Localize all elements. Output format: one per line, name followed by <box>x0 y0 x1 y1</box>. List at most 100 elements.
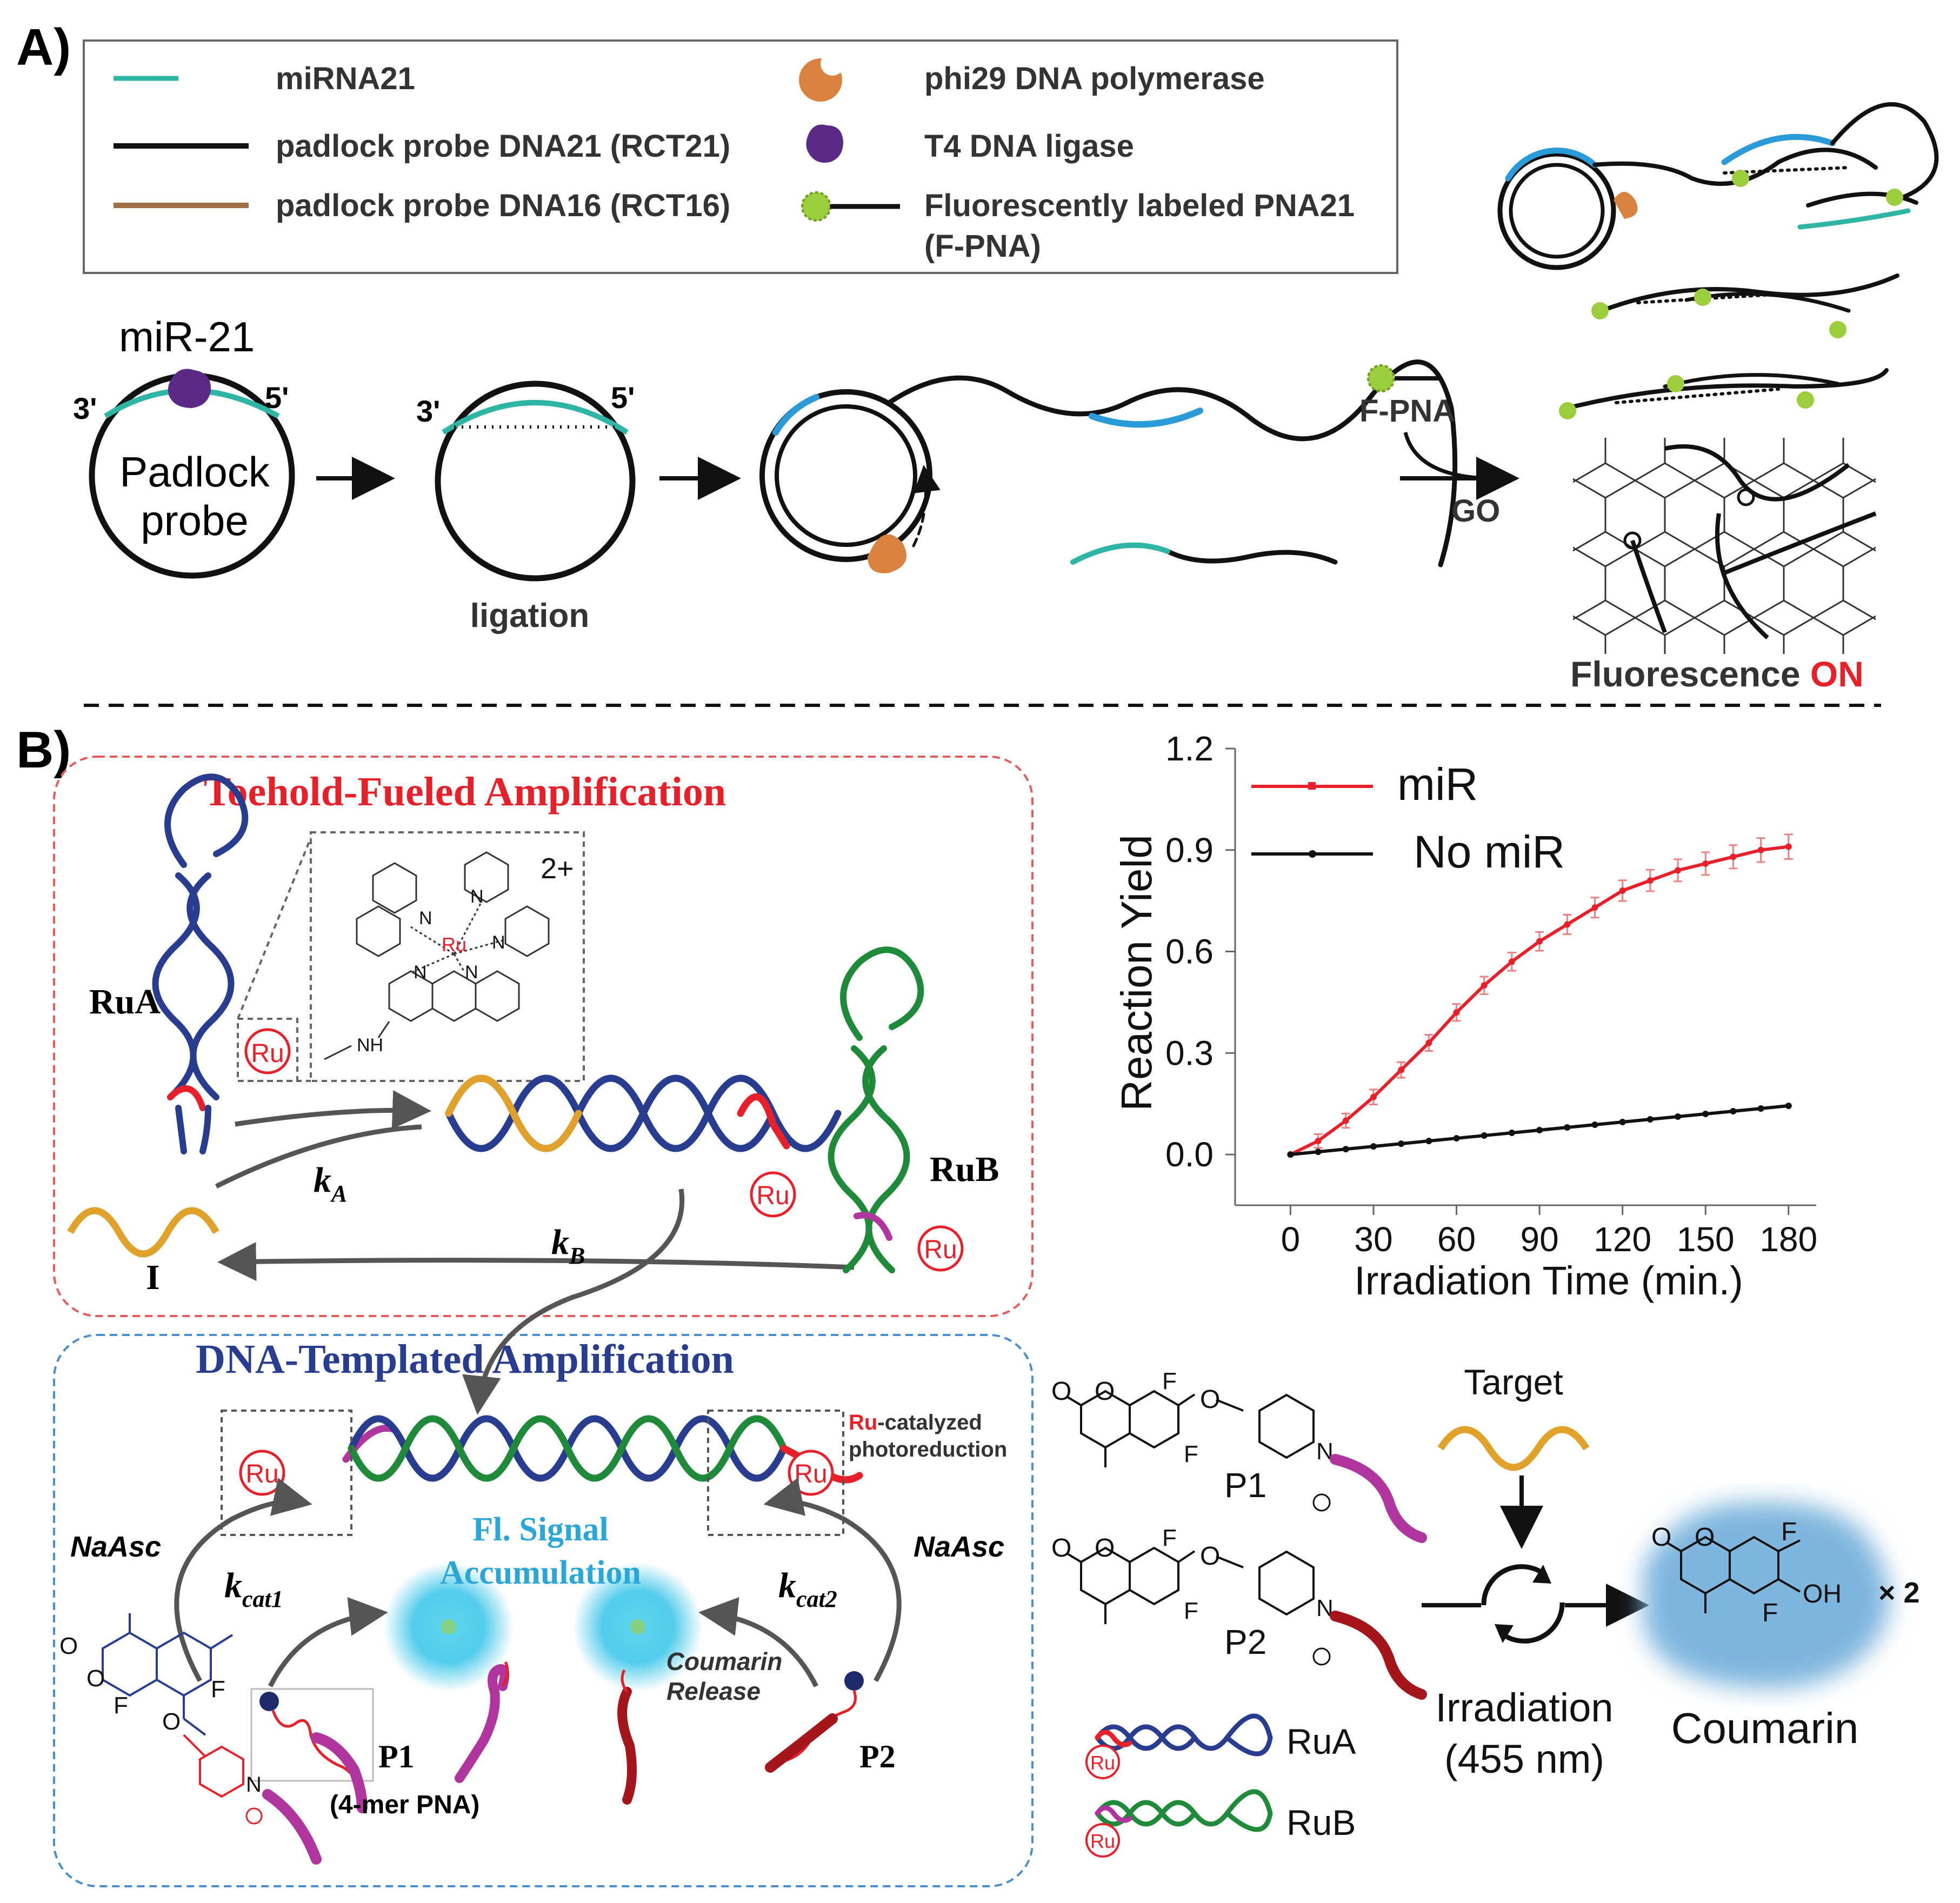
data-point <box>1730 1107 1737 1114</box>
p1-structure: O O F F O N <box>59 1613 322 1865</box>
data-point <box>1730 853 1737 860</box>
data-point <box>1481 1132 1488 1139</box>
data-point <box>1508 958 1515 965</box>
invader-label: I <box>146 1258 160 1297</box>
data-point <box>1453 1135 1460 1142</box>
data-point <box>1342 1117 1349 1124</box>
arrow-p1-to-glow <box>268 1597 388 1688</box>
data-point <box>1508 1130 1515 1137</box>
p1-f-top: F <box>211 1676 225 1702</box>
data-point <box>1675 1113 1682 1120</box>
data-point <box>1646 877 1654 884</box>
graphene-oxide-sheet <box>1573 438 1877 654</box>
cycle-left <box>174 1478 312 1682</box>
pna-label: (4-mer PNA) <box>330 1791 479 1819</box>
panel-b-label: B) <box>16 721 71 779</box>
p2-o-c: O <box>1200 1542 1220 1571</box>
target-strand <box>1437 1426 1590 1471</box>
p1-o-b: O <box>1095 1377 1115 1406</box>
template-title: DNA-Templated Amplification <box>196 1337 734 1382</box>
fpna-go-step: F-PNA GO <box>1359 364 1519 529</box>
p2-f-a: F <box>1162 1525 1177 1551</box>
x-tick-label: 60 <box>1437 1220 1476 1259</box>
panel-b: B) Toehold-Fueled Amplification DNA-Temp… <box>16 721 1920 1887</box>
data-point <box>1481 982 1488 989</box>
phi29-polymerase-icon <box>799 52 844 102</box>
legend-fpna-label: Fluorescently labeled PNA21 <box>924 188 1355 223</box>
series-line-mir <box>1290 845 1789 1156</box>
arrow-to-template <box>462 1188 685 1415</box>
coumarin-product: O O F OH F × 2 Coumarin <box>1643 1502 1920 1752</box>
p1-f-bottom: F <box>114 1692 128 1719</box>
prime5-label-2: 5' <box>611 380 635 415</box>
data-point <box>1315 1138 1322 1145</box>
rca-product-cluster <box>1497 102 1939 419</box>
rub-label-small: RuB <box>1286 1802 1356 1842</box>
coumarin-release-line2: Release <box>666 1677 761 1705</box>
y-tick-label: 0.3 <box>1165 1033 1214 1072</box>
legend-mir-label: miR <box>1397 759 1478 810</box>
data-point <box>1702 1111 1709 1117</box>
kcat1-label: kcat1 <box>224 1566 283 1612</box>
data-point <box>1619 1119 1626 1126</box>
data-point <box>1702 860 1709 867</box>
data-point <box>1591 904 1598 911</box>
fpna-label: F-PNA <box>1359 393 1455 429</box>
legend-rct21-label: padlock probe DNA21 (RCT21) <box>276 129 730 164</box>
coumarin-o-a: O <box>1651 1523 1671 1552</box>
n-atom-5: N <box>465 962 478 983</box>
data-point <box>1425 1039 1432 1046</box>
p1-peptide <box>271 1710 364 1795</box>
ru-badge-rua-small: Ru <box>1090 1752 1115 1774</box>
ru-badge-rua: Ru <box>251 1039 284 1068</box>
n-atom-4: N <box>414 962 427 983</box>
ru-badge-rub: Ru <box>924 1236 957 1264</box>
data-point <box>1398 1066 1405 1073</box>
n-atom-2: N <box>470 886 484 907</box>
data-point <box>1564 921 1571 928</box>
data-point <box>1619 887 1626 894</box>
data-point <box>1453 1009 1460 1016</box>
p1-box <box>250 1688 374 1782</box>
x-tick-label: 120 <box>1594 1220 1651 1259</box>
p1-o-ether: O <box>162 1708 181 1735</box>
times2-label: × 2 <box>1878 1577 1920 1609</box>
data-point <box>1785 1102 1792 1109</box>
p1-f-a: F <box>1162 1368 1177 1394</box>
n-atom-1: N <box>419 908 432 929</box>
ru-center-label: Ru <box>442 933 466 956</box>
data-point <box>1564 1124 1571 1131</box>
naasc-right: NaAsc <box>914 1531 1004 1563</box>
coumarin-f-a: F <box>1781 1518 1797 1546</box>
data-point <box>1646 1116 1654 1123</box>
arrow-p2-to-glow <box>698 1597 819 1688</box>
ru-badge-rub-small: Ru <box>1090 1830 1115 1852</box>
padlock-line2: probe <box>141 497 249 544</box>
ru-badge-template-right: Ru <box>794 1460 827 1488</box>
data-point <box>1675 867 1682 874</box>
p1-label-scheme: P1 <box>1224 1466 1266 1505</box>
wavelength-label: (455 nm) <box>1444 1737 1604 1781</box>
legend-box: miRNA21 padlock probe DNA21 (RCT21) padl… <box>83 39 1398 274</box>
ru-complex-structure: 2+ Ru N N N N N NH <box>310 831 585 1082</box>
coumarin-o-b: O <box>1695 1523 1715 1552</box>
padlock-probe-step: miR-21 3' 5' Padlock probe <box>73 313 295 579</box>
ligation-label: ligation <box>470 597 589 635</box>
ru-box-right <box>707 1410 844 1536</box>
go-label: GO <box>1451 493 1500 529</box>
signal-line2: Accumulation <box>440 1554 641 1591</box>
panel-a: A) miRNA21 padlock probe DNA21 (RCT21) p… <box>16 18 1939 707</box>
x-tick-label: 30 <box>1354 1220 1392 1259</box>
p1-p2-structures: O O F F O N O O F F O N <box>1051 1368 1427 1700</box>
chart-xlabel: Irradiation Time (min.) <box>1354 1258 1743 1303</box>
rub-small <box>1095 1789 1273 1832</box>
ru-badge-template-left: Ru <box>245 1460 278 1488</box>
mir21-label: miR-21 <box>119 313 255 360</box>
released-pna-2 <box>617 1687 637 1805</box>
cycle-right <box>763 1478 902 1682</box>
data-point <box>1591 1121 1598 1129</box>
ru-badge-duplex: Ru <box>756 1181 789 1210</box>
released-pna-1 <box>455 1664 510 1783</box>
coumarin-oh: OH <box>1803 1580 1842 1608</box>
rua-small <box>1095 1713 1273 1757</box>
